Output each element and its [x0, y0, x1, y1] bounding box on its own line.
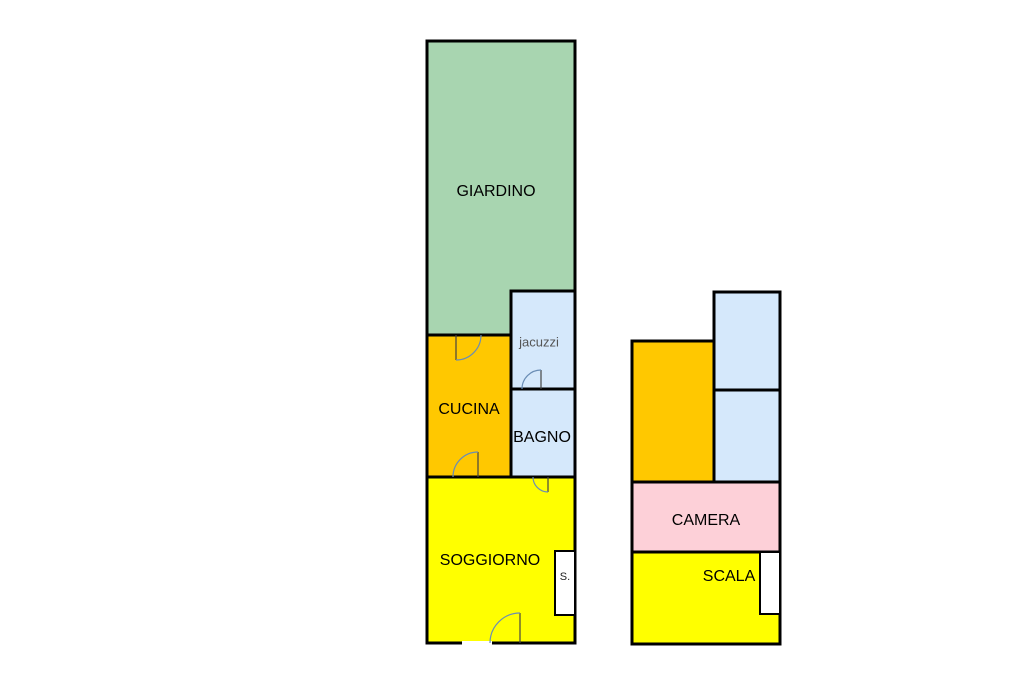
room-camera [630, 480, 782, 554]
room-scala [630, 550, 782, 646]
stair-box [554, 550, 576, 616]
room-upper-blue-top [712, 290, 782, 392]
label-stair-short: S. [560, 571, 570, 583]
label-jacuzzi: jacuzzi [518, 334, 559, 349]
label-giardino: GIARDINO [456, 183, 535, 200]
door-entrance [462, 612, 521, 645]
label-scala: SCALA [703, 568, 756, 585]
label-camera: CAMERA [672, 512, 741, 529]
door-bath [532, 476, 549, 493]
label-soggiorno: SOGGIORNO [440, 552, 540, 569]
room-giardino [425, 39, 577, 337]
stair-box-upper [759, 551, 781, 615]
upper-floor-plan: CAMERA SCALA [630, 290, 782, 646]
door-kitchen-living [452, 451, 479, 478]
room-bagno [509, 387, 577, 479]
label-bagno: BAGNO [513, 429, 571, 446]
room-upper-blue-bottom [712, 388, 782, 484]
door-garden-kitchen [455, 334, 482, 361]
room-upper-orange [630, 339, 716, 484]
label-cucina: CUCINA [438, 401, 500, 418]
room-soggiorno [425, 475, 577, 645]
door-jacuzzi [521, 369, 542, 390]
ground-floor-plan: GIARDINO jacuzzi CUCINA BAGNO SOGGIORNO … [425, 39, 577, 645]
